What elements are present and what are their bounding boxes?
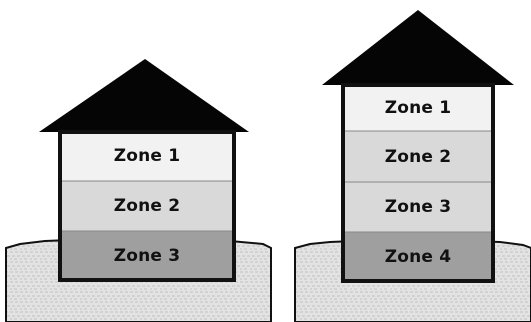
left-zone-1-label: Zone 1 <box>114 146 181 166</box>
four-zone-building: Zone 1 Zone 2 Zone 3 Zone 4 <box>322 10 514 283</box>
left-roof <box>39 59 249 132</box>
right-zone-3-label: Zone 3 <box>385 197 452 217</box>
left-zone-3-label: Zone 3 <box>114 246 181 266</box>
right-zone-3-block <box>343 181 493 233</box>
right-zone-4-label: Zone 4 <box>385 247 452 267</box>
left-zone-2-label: Zone 2 <box>114 196 181 216</box>
right-zone-2-block <box>343 130 493 183</box>
left-zone-1-block <box>60 131 234 182</box>
right-building-outline <box>341 83 495 283</box>
right-zone-1-label: Zone 1 <box>385 98 452 118</box>
three-zone-building: Zone 1 Zone 2 Zone 3 <box>39 59 249 282</box>
right-zone-4-block <box>343 231 493 282</box>
right-zone-2-label: Zone 2 <box>385 147 452 167</box>
right-roof <box>322 10 514 85</box>
left-building-outline <box>58 130 236 282</box>
